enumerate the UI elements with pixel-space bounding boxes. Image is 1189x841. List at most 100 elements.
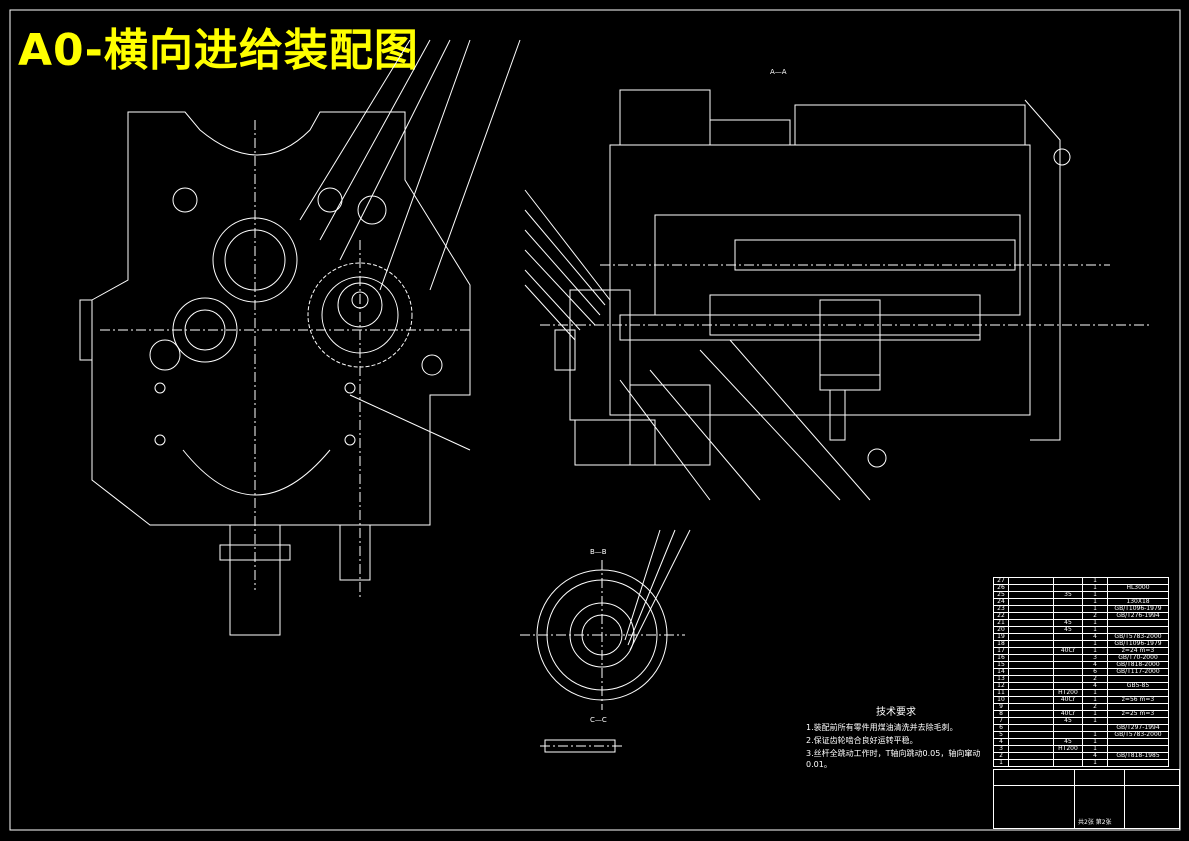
parts-note: GB/T1096-1979 [1107, 605, 1169, 613]
parts-note: GB/T117-2000 [1107, 668, 1169, 676]
parts-note [1107, 745, 1169, 753]
parts-qty [1082, 724, 1108, 732]
parts-note: z=24 m=3 [1107, 647, 1169, 655]
parts-name [1008, 710, 1054, 718]
parts-qty: 6 [1082, 668, 1108, 676]
parts-no: 7 [993, 717, 1009, 725]
parts-no: 12 [993, 682, 1009, 690]
parts-qty: 1 [1082, 710, 1108, 718]
parts-note [1107, 675, 1169, 683]
parts-material: HT200 [1053, 689, 1083, 697]
parts-no: 24 [993, 598, 1009, 606]
parts-qty: 1 [1082, 591, 1108, 599]
parts-material [1053, 577, 1083, 585]
parts-qty: 4 [1082, 752, 1108, 760]
parts-name [1008, 731, 1054, 739]
parts-no: 9 [993, 703, 1009, 711]
parts-no: 21 [993, 619, 1009, 627]
parts-material: 40Cr [1053, 696, 1083, 704]
parts-qty: 1 [1082, 584, 1108, 592]
parts-material [1053, 654, 1083, 662]
parts-qty: 1 [1082, 577, 1108, 585]
parts-qty: 3 [1082, 654, 1108, 662]
parts-no: 18 [993, 640, 1009, 648]
parts-name [1008, 591, 1054, 599]
parts-no: 10 [993, 696, 1009, 704]
parts-note: GB/T5783-2000 [1107, 633, 1169, 641]
parts-material: 40Cr [1053, 710, 1083, 718]
tech-item: 1.装配前所有零件用煤油清洗并去除毛刺。 [806, 723, 958, 732]
parts-no: 16 [993, 654, 1009, 662]
parts-name [1008, 668, 1054, 676]
title-block: 共2张 第2张 [993, 769, 1180, 829]
parts-name [1008, 738, 1054, 746]
parts-material: 45 [1053, 619, 1083, 627]
parts-no: 4 [993, 738, 1009, 746]
parts-no: 8 [993, 710, 1009, 718]
tech-heading: 技术要求 [876, 707, 916, 718]
parts-qty: 4 [1082, 661, 1108, 669]
parts-material: HT200 [1053, 745, 1083, 753]
parts-qty: 1 [1082, 647, 1108, 655]
parts-qty: 4 [1082, 682, 1108, 690]
parts-note [1107, 619, 1169, 627]
parts-material [1053, 759, 1083, 767]
parts-no: 3 [993, 745, 1009, 753]
parts-material [1053, 605, 1083, 613]
parts-name [1008, 612, 1054, 620]
parts-note [1107, 591, 1169, 599]
section-aa-view [524, 89, 1150, 501]
parts-note [1107, 717, 1169, 725]
parts-material [1053, 703, 1083, 711]
parts-no: 17 [993, 647, 1009, 655]
parts-no: 1 [993, 759, 1009, 767]
parts-material [1053, 633, 1083, 641]
parts-note: GB/T276-1994 [1107, 612, 1169, 620]
parts-qty: 4 [1082, 633, 1108, 641]
parts-qty: 1 [1082, 759, 1108, 767]
parts-note: GB/T297-1994 [1107, 724, 1169, 732]
parts-no: 6 [993, 724, 1009, 732]
parts-material [1053, 675, 1083, 683]
parts-qty: 1 [1082, 738, 1108, 746]
parts-name [1008, 605, 1054, 613]
section-bb-label: B—B [590, 548, 607, 556]
parts-material: 45 [1053, 626, 1083, 634]
parts-material [1053, 612, 1083, 620]
parts-no: 2 [993, 752, 1009, 760]
parts-name [1008, 703, 1054, 711]
parts-name [1008, 584, 1054, 592]
parts-material [1053, 731, 1083, 739]
parts-name [1008, 717, 1054, 725]
parts-material [1053, 640, 1083, 648]
parts-no: 14 [993, 668, 1009, 676]
parts-qty: 1 [1082, 689, 1108, 697]
parts-qty: 1 [1082, 640, 1108, 648]
section-bb-view [520, 529, 691, 710]
parts-no: 23 [993, 605, 1009, 613]
parts-no: 11 [993, 689, 1009, 697]
parts-material: 40Cr [1053, 647, 1083, 655]
parts-name [1008, 633, 1054, 641]
parts-material [1053, 668, 1083, 676]
parts-note [1107, 689, 1169, 697]
parts-name [1008, 675, 1054, 683]
parts-name [1008, 619, 1054, 627]
parts-note: z=25 m=3 [1107, 710, 1169, 718]
parts-note: GB/T818-1985 [1107, 752, 1169, 760]
technical-requirements: 技术要求 1.装配前所有零件用煤油清洗并去除毛刺。 2.保证齿轮啮合良好运转平稳… [806, 706, 986, 772]
